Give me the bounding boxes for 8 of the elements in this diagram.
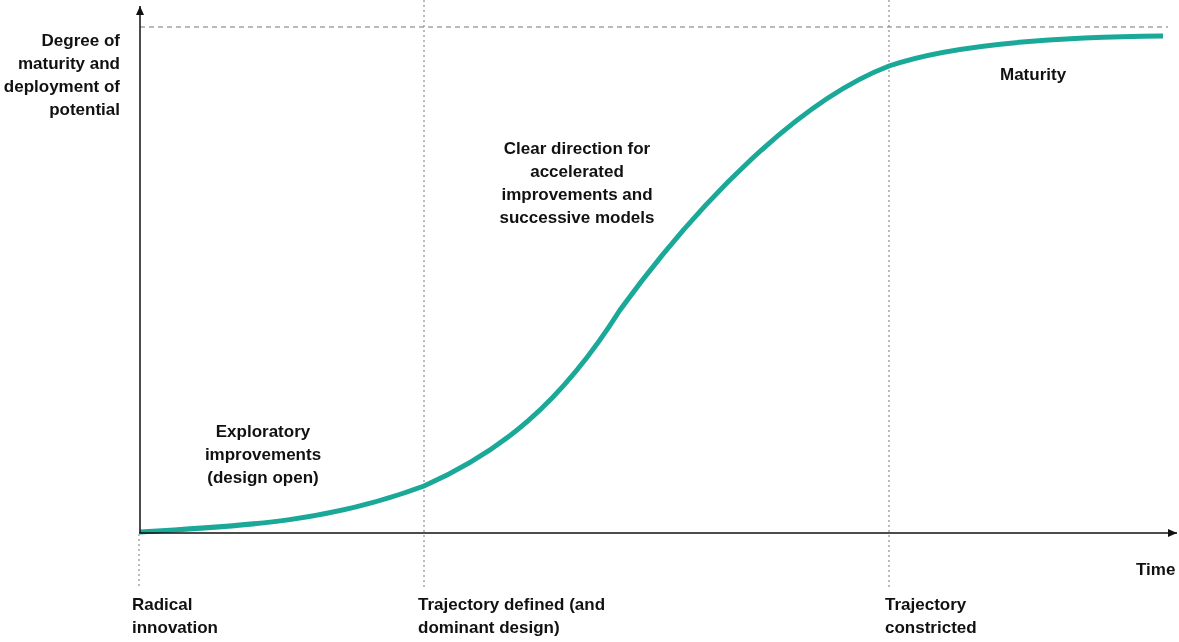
phase-label: Exploratory improvements (design open) bbox=[203, 421, 323, 489]
milestone-label: Trajectory defined (and dominant design) bbox=[418, 594, 607, 639]
axis-title: Time bbox=[1136, 559, 1177, 581]
phase-label: Clear direction for accelerated improvements and successive models bbox=[498, 138, 656, 229]
milestone-label: Radical innovation bbox=[132, 594, 219, 639]
milestone-label: Trajectory constricted bbox=[885, 594, 978, 639]
phase-label: Maturity bbox=[1000, 64, 1068, 86]
axis-title: Degree of maturity and deployment of potential bbox=[2, 30, 120, 121]
